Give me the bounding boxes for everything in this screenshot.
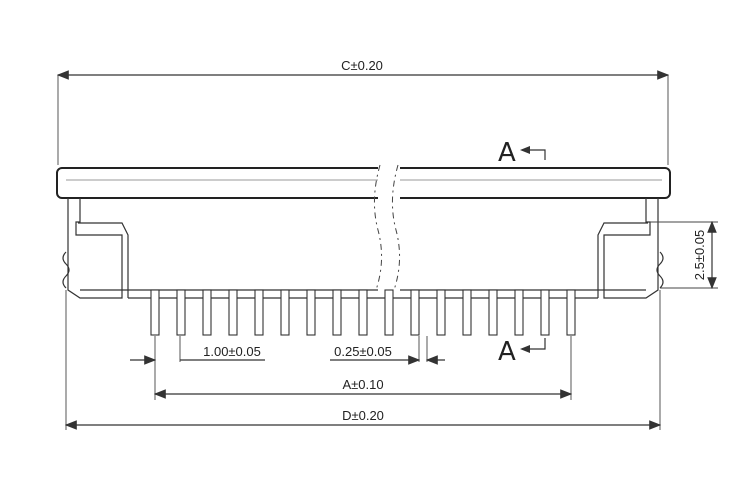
dimension-d: D±0.20	[64, 290, 662, 430]
dimension-c: C±0.20	[56, 58, 670, 165]
pin	[280, 289, 290, 336]
section-marker-bottom-label: A	[498, 337, 516, 367]
pin	[488, 289, 498, 336]
break-lines	[373, 164, 400, 294]
pin	[436, 289, 446, 336]
pin	[228, 289, 238, 336]
dimension-pitch-label: 1.00±0.05	[203, 344, 261, 359]
pin	[202, 289, 212, 336]
pin	[410, 289, 420, 336]
pin	[566, 289, 576, 336]
section-marker-top-label: A	[498, 138, 516, 168]
pin	[332, 289, 342, 336]
pin	[514, 289, 524, 336]
housing-body	[62, 198, 664, 299]
dimension-a-label: A±0.10	[342, 377, 383, 392]
pin	[384, 289, 394, 336]
dimension-pin-width-label: 0.25±0.05	[334, 344, 392, 359]
dimension-height-label: 2.5±0.05	[692, 230, 707, 281]
pins	[150, 289, 576, 336]
pin	[358, 289, 368, 336]
section-marker-bottom: A	[498, 337, 546, 367]
pin	[540, 289, 550, 336]
dimension-c-label: C±0.20	[341, 58, 383, 73]
housing-cover	[56, 167, 671, 199]
pin	[462, 289, 472, 336]
pin	[306, 289, 316, 336]
dimension-height: 2.5±0.05	[650, 220, 718, 290]
pin	[254, 289, 264, 336]
pin	[150, 289, 160, 336]
dimension-a: A±0.10	[153, 336, 573, 400]
section-marker-top: A	[498, 138, 546, 168]
dimension-pin-width: 0.25±0.05	[330, 336, 445, 365]
pin	[176, 289, 186, 336]
dimension-d-label: D±0.20	[342, 408, 384, 423]
dimension-pitch: 1.00±0.05	[130, 336, 265, 400]
